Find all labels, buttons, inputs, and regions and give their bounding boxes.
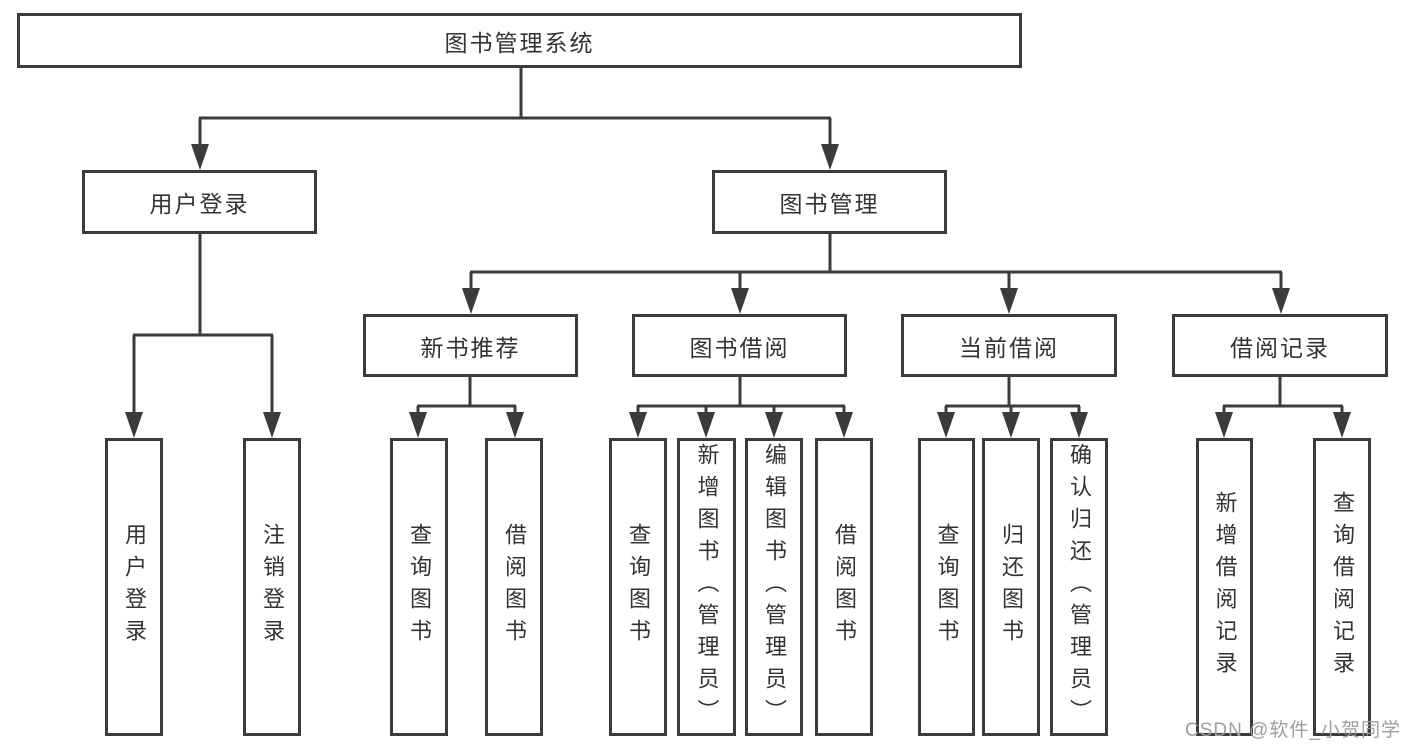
leaf-current-return-books: 归还图书 bbox=[982, 438, 1040, 736]
leaf-recommend-query-books-label: 查询图书 bbox=[407, 523, 432, 651]
leaf-logout: 注销登录 bbox=[243, 438, 301, 736]
node-current-borrow-label: 当前借阅 bbox=[959, 334, 1059, 361]
connector-current-split bbox=[937, 377, 1088, 438]
leaf-current-confirm-return-admin: 确认归还（管理员） bbox=[1050, 438, 1108, 736]
node-borrow-records-label: 借阅记录 bbox=[1230, 334, 1330, 361]
connector-mgmt-split bbox=[462, 234, 1290, 314]
leaf-borrow-add-books-admin: 新增图书（管理员） bbox=[677, 438, 736, 736]
leaf-user-login: 用户登录 bbox=[105, 438, 163, 736]
leaf-borrow-query-books-label: 查询图书 bbox=[626, 523, 651, 651]
leaf-logout-label: 注销登录 bbox=[260, 523, 285, 651]
node-new-book-recommend-label: 新书推荐 bbox=[420, 334, 521, 361]
leaf-records-add-record: 新增借阅记录 bbox=[1196, 438, 1253, 736]
leaf-borrow-add-books-admin-label: 新增图书（管理员） bbox=[694, 443, 720, 731]
node-book-mgmt-label: 图书管理 bbox=[779, 191, 880, 217]
leaf-records-add-record-label: 新增借阅记录 bbox=[1212, 491, 1238, 683]
leaf-recommend-borrow-books-label: 借阅图书 bbox=[502, 523, 527, 651]
leaf-recommend-query-books: 查询图书 bbox=[390, 438, 448, 736]
leaf-current-query-books-label: 查询图书 bbox=[934, 523, 960, 651]
connector-user-split bbox=[125, 234, 281, 438]
leaf-borrow-query-books: 查询图书 bbox=[609, 438, 667, 736]
leaf-user-login-label: 用户登录 bbox=[122, 523, 147, 651]
node-user-login: 用户登录 bbox=[82, 170, 317, 234]
connector-root-split bbox=[191, 68, 839, 170]
connector-recommend-split bbox=[409, 377, 524, 438]
node-book-borrow: 图书借阅 bbox=[632, 314, 847, 377]
leaf-records-query-record: 查询借阅记录 bbox=[1313, 438, 1371, 736]
connector-records-split bbox=[1215, 377, 1351, 438]
leaf-borrow-borrow-books-label: 借阅图书 bbox=[832, 523, 857, 651]
leaf-current-query-books: 查询图书 bbox=[918, 438, 975, 736]
node-user-login-label: 用户登录 bbox=[149, 191, 250, 217]
node-root: 图书管理系统 bbox=[17, 13, 1022, 68]
leaf-current-return-books-label: 归还图书 bbox=[999, 523, 1024, 651]
leaf-borrow-edit-books-admin: 编辑图书（管理员） bbox=[745, 438, 803, 736]
node-root-label: 图书管理系统 bbox=[444, 29, 595, 56]
node-book-borrow-label: 图书借阅 bbox=[689, 334, 790, 361]
leaf-records-query-record-label: 查询借阅记录 bbox=[1330, 491, 1355, 683]
leaf-recommend-borrow-books: 借阅图书 bbox=[485, 438, 543, 736]
node-new-book-recommend: 新书推荐 bbox=[363, 314, 578, 377]
leaf-borrow-edit-books-admin-label: 编辑图书（管理员） bbox=[762, 443, 787, 731]
connector-borrow-split bbox=[629, 377, 853, 438]
csdn-watermark: CSDN @软件_小贺同学 bbox=[1185, 720, 1401, 741]
node-book-mgmt: 图书管理 bbox=[712, 170, 947, 234]
leaf-current-confirm-return-admin-label: 确认归还（管理员） bbox=[1067, 443, 1092, 731]
node-borrow-records: 借阅记录 bbox=[1172, 314, 1388, 377]
leaf-borrow-borrow-books: 借阅图书 bbox=[815, 438, 873, 736]
node-current-borrow: 当前借阅 bbox=[901, 314, 1117, 377]
